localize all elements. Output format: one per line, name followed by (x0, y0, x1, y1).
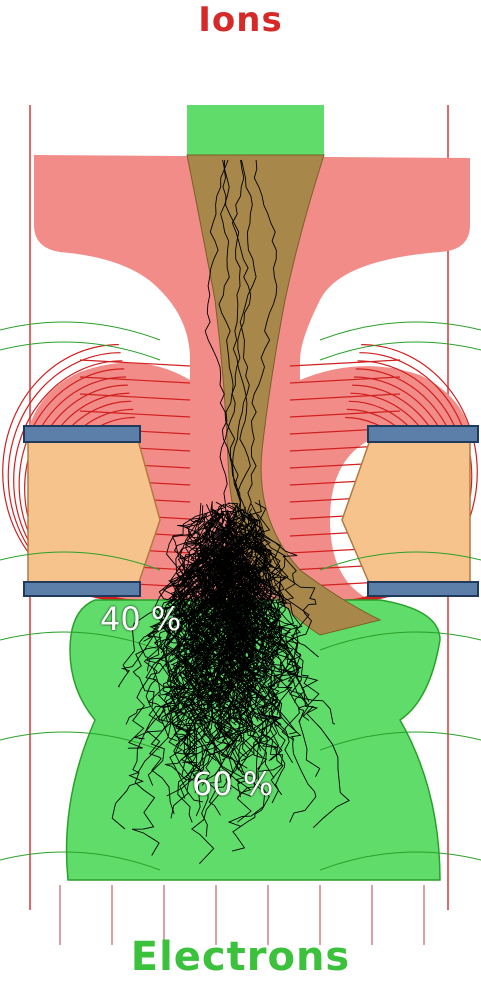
e-line-left (0, 631, 161, 651)
ion-track (232, 159, 257, 521)
electron-avalanche-tracks (111, 159, 350, 865)
electrons-label: Electrons (130, 934, 351, 980)
avalanche-track (194, 512, 239, 744)
avalanche-track (215, 554, 257, 823)
ion-track (247, 159, 278, 521)
avalanche-track (247, 499, 298, 722)
avalanche-track (138, 559, 225, 658)
e-line-left (0, 321, 161, 341)
electrode-bottom-left (23, 581, 141, 597)
electron-region (65, 599, 441, 881)
avalanche-track (209, 546, 251, 702)
drift-top-green (187, 105, 324, 155)
avalanche-track (185, 508, 226, 607)
ion-radial-left (79, 359, 191, 367)
avalanche-track (211, 508, 319, 703)
electrode-bottom-right (367, 581, 479, 597)
e-line-right (319, 321, 481, 341)
avalanche-track (170, 512, 215, 618)
avalanche-track (176, 518, 218, 619)
avalanche-track (203, 549, 244, 652)
e-line-right (319, 851, 481, 871)
avalanche-track (191, 578, 256, 865)
ion-radial-right (289, 359, 401, 367)
ion-radial-left (79, 410, 191, 418)
avalanche-track (148, 514, 219, 725)
avalanche-track (196, 510, 251, 742)
ion-radial-right (289, 410, 401, 418)
e-line-left (0, 731, 161, 751)
avalanche-track (200, 550, 253, 661)
ion-radial-left (79, 376, 191, 384)
ions-label: Ions (198, 0, 283, 40)
e-line-left (0, 851, 161, 871)
avalanche-track (216, 548, 255, 728)
electron-field-lines (0, 321, 481, 871)
avalanche-track (127, 502, 239, 749)
e-line-left (0, 341, 161, 361)
percent-upper: 40 % (100, 600, 182, 638)
avalanche-track (233, 560, 296, 752)
ion-radial-right (289, 393, 401, 401)
avalanche-track (246, 525, 293, 743)
ion-track (218, 159, 236, 521)
e-line-right (319, 631, 481, 651)
avalanche-track (169, 549, 266, 827)
avalanche-track (153, 577, 234, 695)
readout-strips (59, 885, 425, 945)
ion-track (204, 159, 244, 521)
ion-radial-right (289, 376, 401, 384)
avalanche-track (165, 501, 227, 657)
avalanche-track (258, 546, 336, 725)
electrode-top-right (367, 425, 479, 443)
avalanche-track (219, 510, 269, 725)
e-line-right (319, 731, 481, 751)
percent-lower: 60 % (192, 765, 274, 803)
avalanche-track (175, 549, 225, 746)
e-line-left (0, 551, 161, 571)
avalanche-track (201, 549, 250, 783)
avalanche-track (164, 574, 232, 799)
e-line-right (319, 551, 481, 571)
ion-track (222, 159, 251, 521)
ion-radial-left (79, 393, 191, 401)
electrode-top-left (23, 425, 141, 443)
insulator-right (341, 439, 471, 586)
avalanche-track (208, 548, 317, 823)
avalanche-track (117, 525, 225, 688)
avalanche-track (178, 533, 227, 738)
avalanche-track (210, 544, 263, 790)
e-line-right (319, 341, 481, 361)
avalanche-track (225, 526, 266, 679)
avalanche-track (174, 528, 227, 786)
avalanche-track (131, 577, 204, 856)
avalanche-track (239, 534, 276, 644)
avalanche-track (155, 503, 225, 621)
ion-track (221, 159, 252, 521)
avalanche-track (199, 502, 274, 679)
